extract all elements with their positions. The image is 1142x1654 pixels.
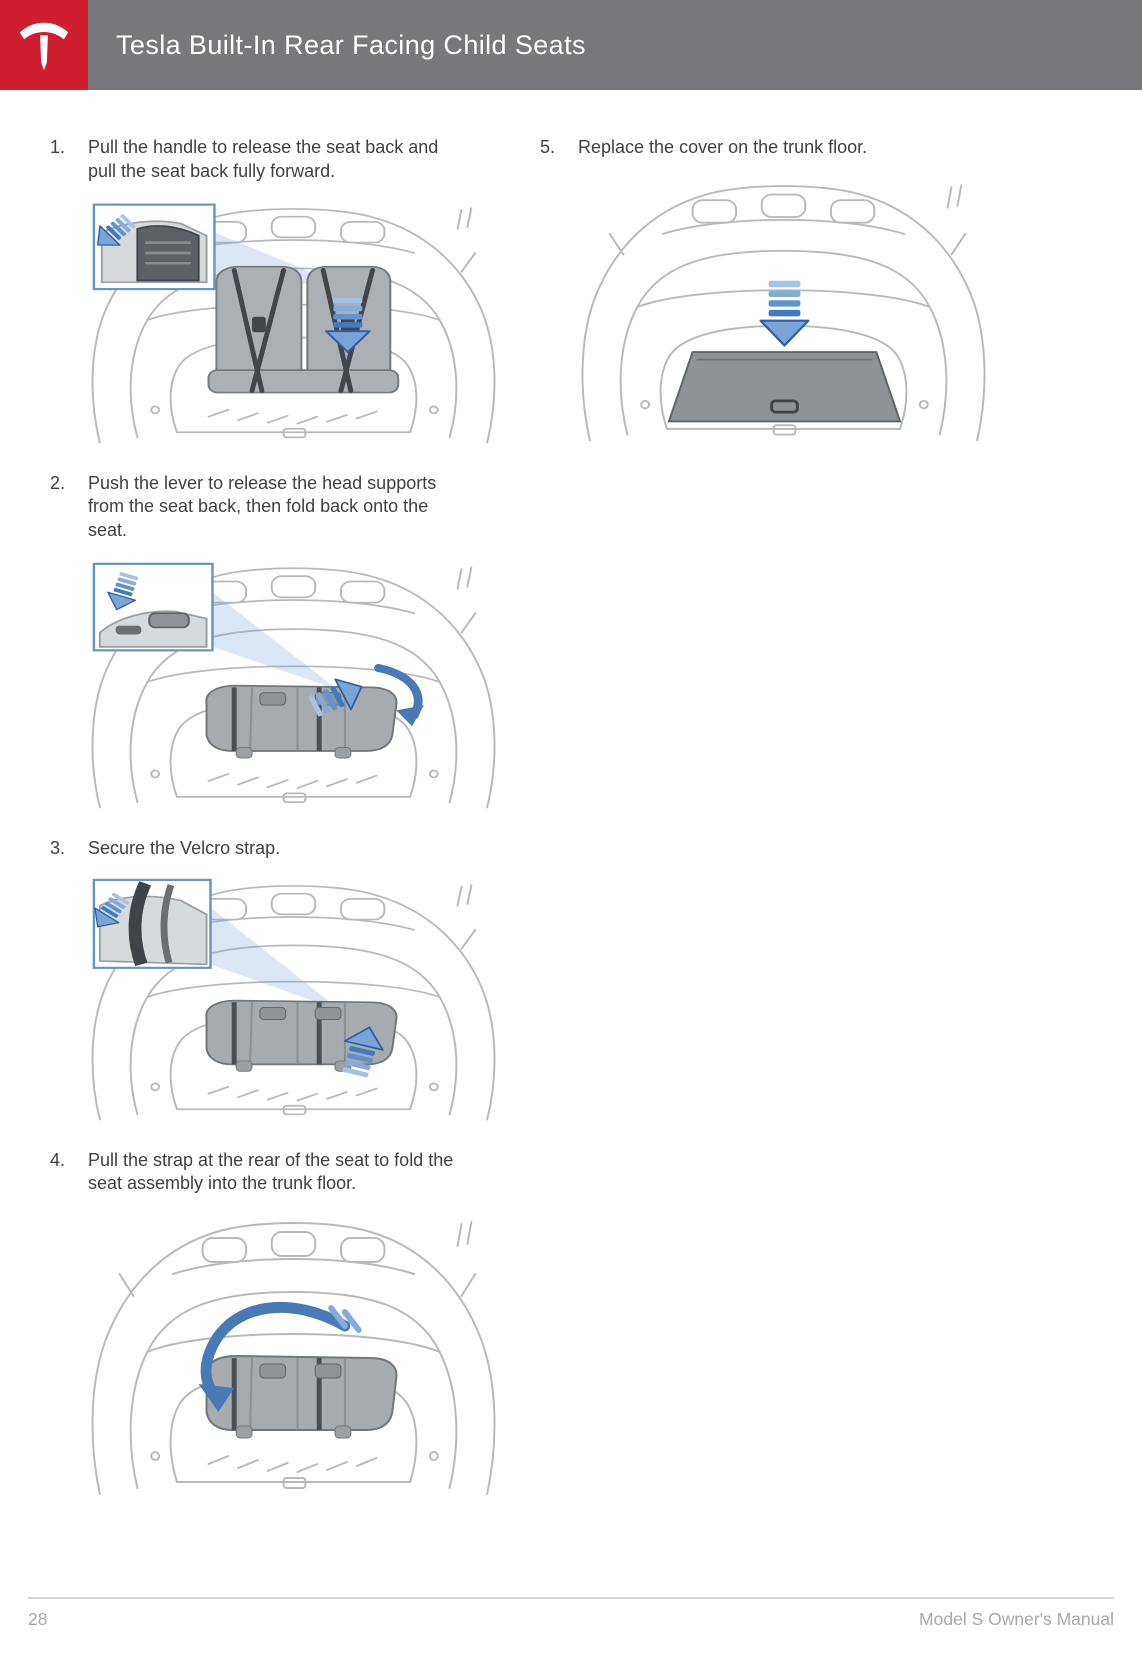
cover-handle: [770, 399, 799, 414]
step-1: 1. Pull the handle to release the seat b…: [50, 136, 512, 446]
motion-chevrons-icon: [328, 1305, 362, 1333]
trunk-floor-cover: [667, 350, 902, 423]
step-1-number: 1.: [50, 137, 66, 157]
velcro-strap-inset-detail: [86, 878, 212, 969]
tesla-logo-icon: [0, 0, 88, 90]
folded-seat: [206, 685, 396, 757]
right-column: 5. Replace the cover on the trunk floor.: [540, 136, 1002, 470]
callout-beam: [210, 906, 341, 1011]
lever-inset-detail: [92, 562, 214, 652]
step-5-illustration: [581, 183, 986, 441]
page-number: 28: [28, 1609, 48, 1629]
tesla-t-icon: [19, 22, 69, 71]
step-1-text-row: 1. Pull the handle to release the seat b…: [50, 136, 512, 184]
step-1-text: Pull the handle to release the seat back…: [88, 137, 439, 181]
velcro-strap: [128, 880, 152, 966]
handle-inset-detail: [87, 203, 216, 290]
step-5-text: Replace the cover on the trunk floor.: [578, 137, 868, 157]
step-2-illustration: [91, 562, 496, 809]
step-4: 4. Pull the strap at the rear of the sea…: [50, 1149, 512, 1509]
step-1-illustration: [87, 203, 496, 444]
page-header: Tesla Built-In Rear Facing Child Seats: [0, 0, 1142, 90]
fold-curve-arrowhead-icon: [396, 704, 424, 727]
folded-seat: [206, 1356, 396, 1438]
page-title: Tesla Built-In Rear Facing Child Seats: [116, 29, 586, 60]
step-2-number: 2.: [50, 472, 66, 493]
left-column: 1. Pull the handle to release the seat b…: [50, 136, 512, 1534]
step-5: 5. Replace the cover on the trunk floor.: [540, 136, 1002, 444]
step-4-illustration: [91, 1221, 496, 1495]
callout-beam: [212, 591, 337, 689]
step-4-text-row: 4. Pull the strap at the rear of the sea…: [50, 1149, 512, 1197]
flip-arrowhead-icon: [198, 1384, 235, 1412]
step-2-text-row: 2. Push the lever to release the head su…: [50, 472, 512, 543]
step-2-text: Push the lever to release the head suppo…: [88, 472, 437, 541]
manual-title: Model S Owner's Manual: [919, 1609, 1114, 1629]
step-3-illustration: [86, 878, 496, 1121]
step-4-text: Pull the strap at the rear of the seat t…: [88, 1149, 454, 1194]
step-3-number: 3.: [50, 837, 66, 858]
step-5-text-row: 5. Replace the cover on the trunk floor.: [540, 136, 1002, 160]
step-2: 2. Push the lever to release the head su…: [50, 472, 512, 811]
step-5-number: 5.: [540, 137, 556, 157]
step-3-text-row: 3. Secure the Velcro strap.: [50, 837, 512, 861]
step-3: 3. Secure the Velcro strap.: [50, 837, 512, 1123]
flip-into-floor-arrow-icon: [200, 1301, 351, 1402]
page-footer: 28 Model S Owner's Manual: [28, 1597, 1114, 1630]
step-3-text: Secure the Velcro strap.: [88, 837, 281, 858]
step-4-number: 4.: [50, 1149, 66, 1170]
